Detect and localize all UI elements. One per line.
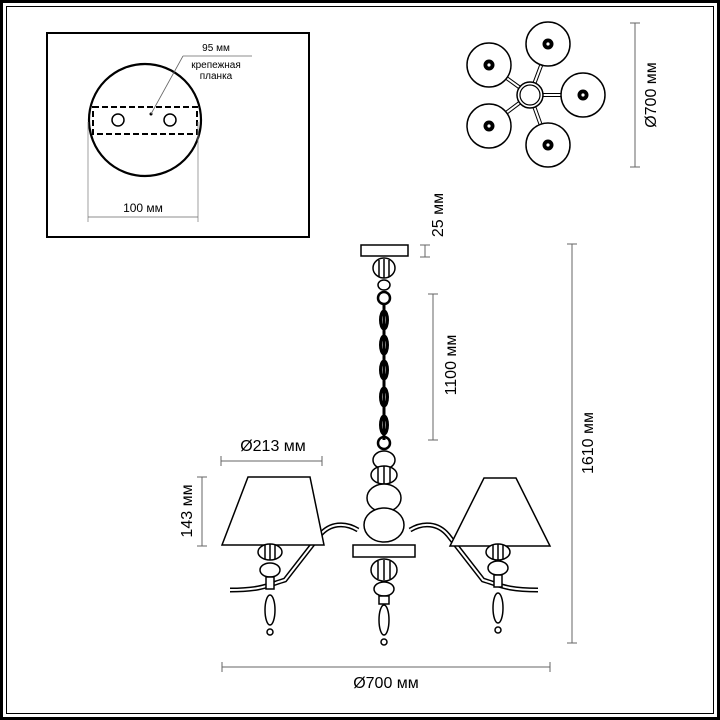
top-view: Ø700 мм xyxy=(466,21,660,168)
canopy-height-label: 25 мм xyxy=(430,193,447,237)
inner-frame xyxy=(6,6,714,714)
lamp-shade-left-icon xyxy=(220,476,325,636)
shade-height-label: 143 мм xyxy=(179,484,196,537)
bracket-label-line2: планка xyxy=(200,71,233,82)
shade-diameter-label: Ø213 мм xyxy=(240,438,306,455)
mount-detail: 95 мм крепежная планка 100 мм xyxy=(46,32,310,238)
top-view-diameter-label: Ø700 мм xyxy=(643,62,660,128)
chandelier-side-view xyxy=(220,244,552,646)
bracket-label-line1: крепежная xyxy=(191,60,241,71)
mounting-bracket-outline xyxy=(92,106,198,135)
chain-length-label: 1100 мм xyxy=(443,335,460,396)
overall-diameter-label: Ø700 мм xyxy=(353,675,419,692)
screw-hole-icon xyxy=(111,113,125,127)
lamp-shade-right-icon xyxy=(448,477,552,634)
shade-top-icon xyxy=(466,42,512,88)
bracket-length-label: 95 мм xyxy=(202,43,230,54)
plate-diameter-label: 100 мм xyxy=(123,201,163,215)
shade-top-icon xyxy=(525,122,571,168)
shade-top-icon xyxy=(560,72,606,118)
shade-top-icon xyxy=(525,21,571,67)
shade-top-icon xyxy=(466,103,512,149)
total-height-label: 1610 мм xyxy=(580,412,597,474)
dimension-lines xyxy=(197,243,577,672)
screw-hole-icon xyxy=(163,113,177,127)
